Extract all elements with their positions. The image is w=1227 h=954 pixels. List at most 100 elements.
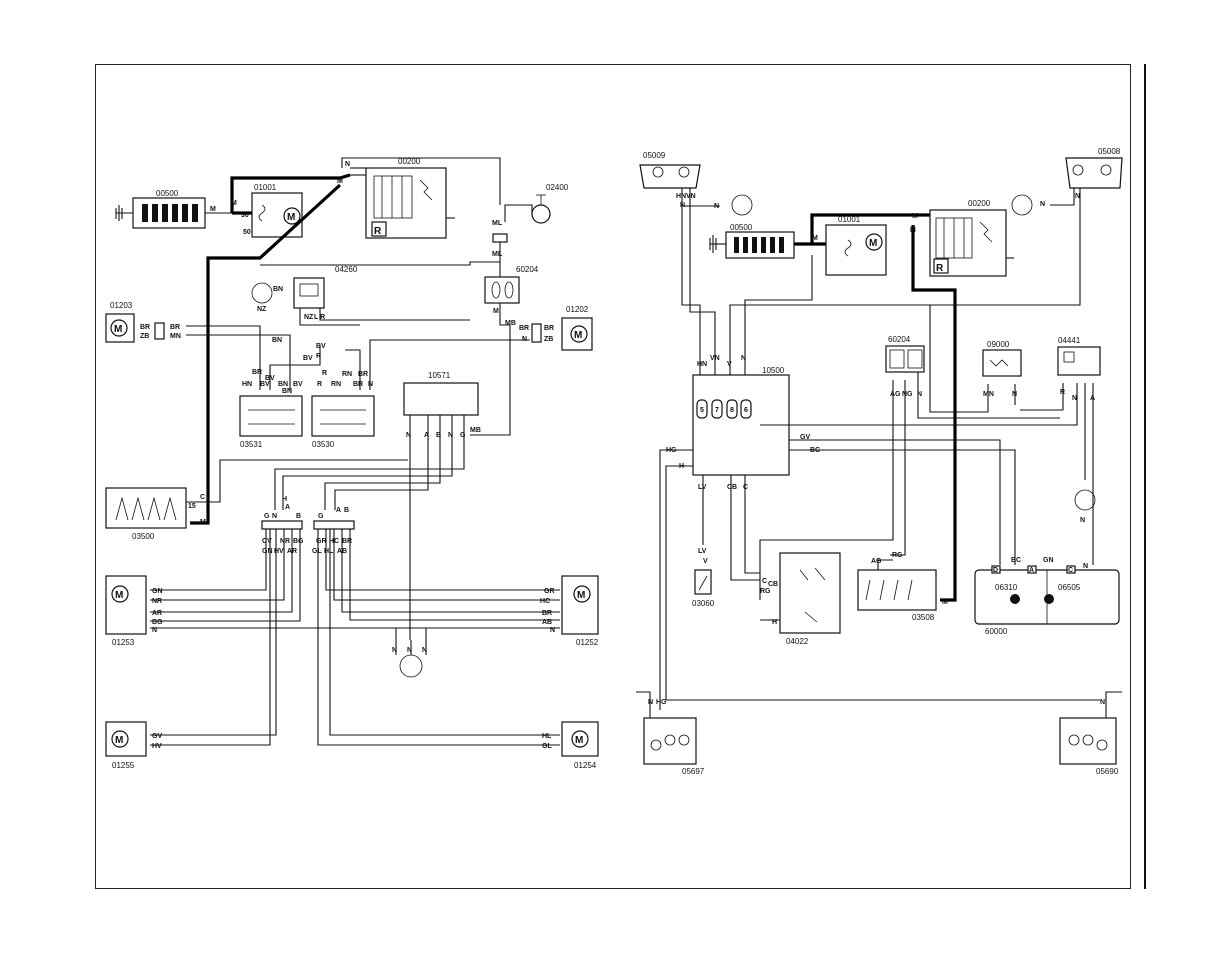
wire-ng-1: NG [902,391,913,398]
wire-bg-1: BG [293,538,304,545]
label-01252: 01252 [576,638,599,647]
wire-n-8: N [550,627,555,634]
label-03060: 03060 [692,599,715,608]
module-10571: 10571 [403,371,479,416]
label-03530: 03530 [312,440,335,449]
motor-symbol-01253: M [115,590,123,601]
wire-bc-2: BC [1011,557,1021,564]
wire-hv-2: HV [152,743,162,750]
wire-br-4: BR [353,381,363,388]
wire-bn-4: BN [282,388,292,395]
panel-60000: D A C 06310 06505 60000 [974,565,1120,636]
wire-bv-2: BV [316,343,326,350]
wire-hc-2: HC [540,598,550,605]
pin-6: 6 [744,407,748,414]
wire-b-1: B [436,432,441,439]
wire-zb-1: ZB [140,333,149,340]
wire-m-6: M [812,235,818,242]
wire-bv-1: BV [303,355,313,362]
wire-gl-1: GL [312,548,322,555]
wire-hg-2: HG [656,699,667,706]
motor-symbol-01254: M [575,735,583,746]
wire-zb-2: ZB [544,336,553,343]
label-04022: 04022 [786,637,809,646]
wire-bv-4: BV [265,375,275,382]
wire-bv-5: BV [293,381,303,388]
motor-symbol-01255: M [115,735,123,746]
wire-br-7: BR [544,325,554,332]
wire-n-11: N [422,647,427,654]
wire-b-3: B [344,507,349,514]
relay-symbol-right: R [936,263,944,274]
wire-br-9: BR [542,610,552,617]
wire-gv-1: GV [152,733,162,740]
motor-01254: M 01254 [561,721,599,770]
connector-strip-2 [313,520,355,530]
wire-gn-1: GN [262,548,273,555]
wire-b-2: B [296,513,301,520]
switch-03060: 03060 [692,569,715,608]
wire-lv-2: LV [698,548,707,555]
starter-left: M 01001 30 50 [241,183,303,238]
wire-br-3: BR [252,369,262,376]
wire-ag-2: AG [871,558,882,565]
label-01255: 01255 [112,761,135,770]
wire-ml-2: ML [492,251,503,258]
panel-tab-a: A [1029,567,1034,574]
wire-a-1: A [424,432,429,439]
wire-ml-1: ML [492,220,503,227]
label-01253: 01253 [112,638,135,647]
wire-n-22: N [648,699,653,706]
wire-ab-2: AB [542,619,552,626]
label-01202: 01202 [566,305,589,314]
wire-a-3: A [336,507,341,514]
alternator-right: R 00200 [929,199,1007,277]
relay-04260: 04260 [293,265,358,309]
label-04441: 04441 [1058,336,1081,345]
lamp-05008: 05008 [1065,147,1123,189]
pin-7: 7 [715,407,719,414]
wire-rn-2: RN [342,371,352,378]
label-06310: 06310 [995,583,1018,592]
wire-nz-2: NZ [304,314,314,321]
wire-bn-1: BN [273,286,283,293]
wire-n-15: N [1040,201,1045,208]
label-10500: 10500 [762,366,785,375]
wire-n-10: N [407,647,412,654]
label-09000: 09000 [987,340,1010,349]
motor-symbol-starter-left: M [287,212,295,223]
wire-c-1: C [200,494,205,501]
label-03508: 03508 [912,613,935,622]
label-03500: 03500 [132,532,155,541]
label-10571: 10571 [428,371,451,380]
pin-30-left: 30 [241,212,249,219]
lamp-05697: 05697 [643,717,705,776]
label-00500-left: 00500 [156,189,179,198]
wire-br-1: BR [140,324,150,331]
wire-vt-1: V [703,558,708,565]
wire-n-23: N [1100,699,1105,706]
label-00500-right: 00500 [730,223,753,232]
label-06505: 06505 [1058,583,1081,592]
wire-rg-2: RG [892,552,903,559]
fuse-left: 60204 [484,265,539,304]
ground-star-1 [251,282,273,304]
wire-hn-3: HN [697,361,707,368]
wire-m-5: M [200,519,206,526]
wire-bn-2: BN [272,337,282,344]
label-01203: 01203 [110,301,133,310]
wire-n-14: N [1075,193,1080,200]
wire-n-5: N [448,432,453,439]
relay-symbol-left: R [374,226,382,237]
wire-hn-2: HN [676,193,686,200]
label-01001-right: 01001 [838,215,861,224]
wire-h-3: H [772,619,777,626]
wire-vn-1: VN [686,193,696,200]
motor-01202: M 01202 [561,305,593,351]
wire-mb-1: MB [505,320,516,327]
label-60204-left: 60204 [516,265,539,274]
wire-v-1: V [727,361,732,368]
wire-n-20: N [1080,517,1085,524]
wire-br-5: BR [358,371,368,378]
switch-03531: 03531 [239,395,303,449]
